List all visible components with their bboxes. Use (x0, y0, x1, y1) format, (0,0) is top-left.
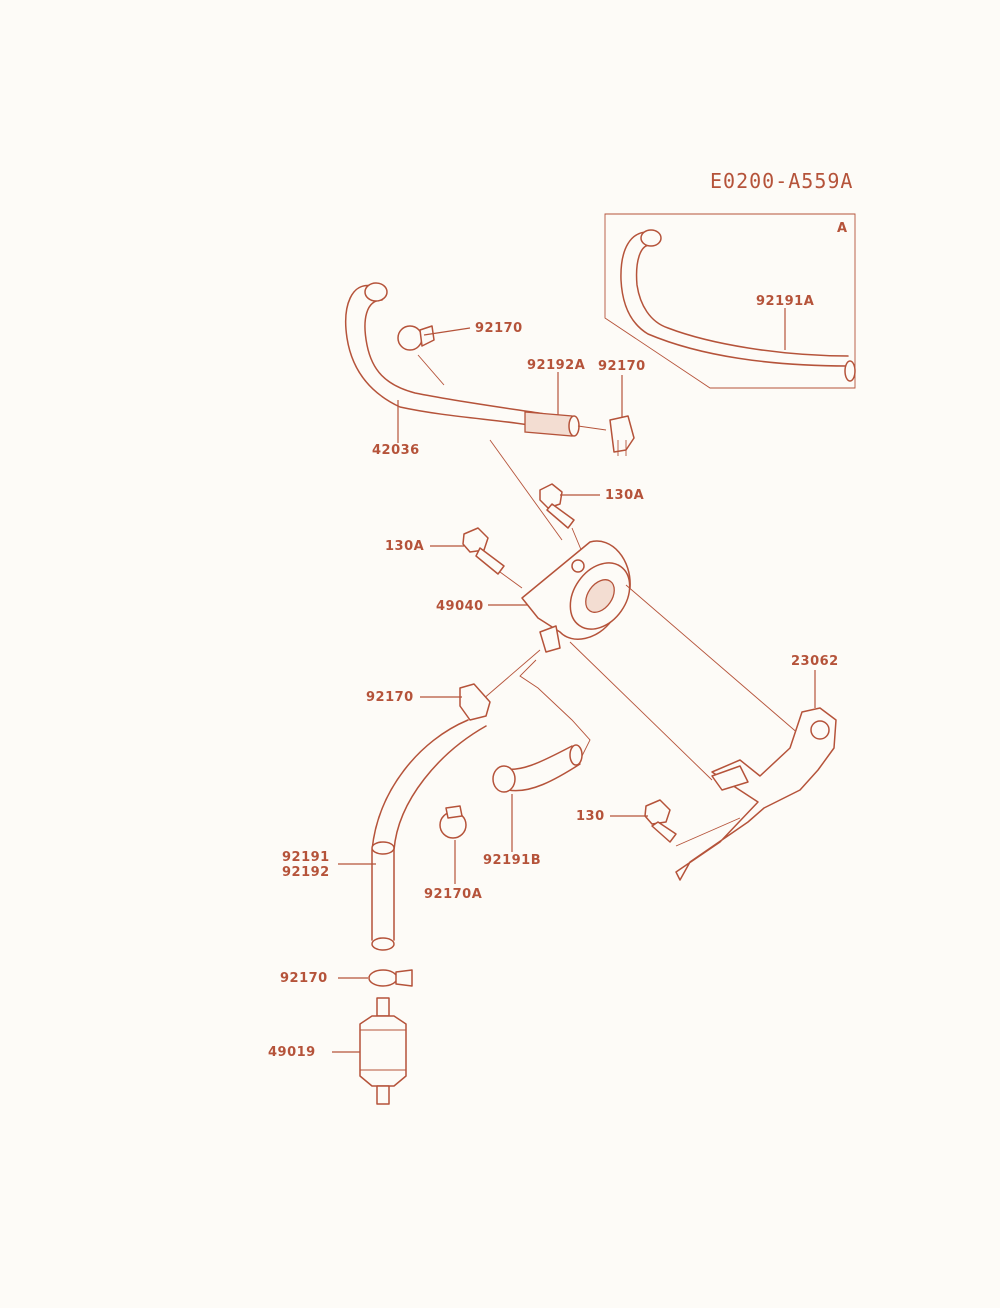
inset-border (604, 213, 856, 389)
label-92192A: 92192A (527, 358, 585, 373)
inset-marker: A (837, 221, 848, 236)
leader-92170-top (423, 327, 471, 336)
hose-92191A (620, 229, 856, 382)
hose-92191 (371, 719, 487, 951)
fuel-filter-49019 (359, 997, 407, 1105)
guide-housing-bracket (625, 584, 801, 736)
filter-inlet (376, 997, 390, 1017)
label-92191A: 92191A (756, 294, 814, 309)
guide-housing-bracket-2 (569, 641, 713, 781)
clamp-92170-lower (459, 683, 491, 721)
guide-hose-housing (489, 439, 563, 541)
bolt-130 (644, 799, 677, 843)
label-42036: 42036 (372, 443, 420, 458)
hose-end-lower (568, 415, 580, 437)
hose-lower-end (371, 937, 395, 951)
label-130: 130 (576, 809, 605, 824)
filter-outlet (376, 1085, 390, 1105)
guide-92191B (519, 659, 591, 761)
label-92170A: 92170A (424, 887, 482, 902)
diagram-code: E0200-A559A (710, 169, 853, 193)
inset-panel-a: A 92191A (604, 213, 856, 389)
label-49040: 49040 (436, 599, 484, 614)
hose-end-right (844, 360, 856, 382)
label-92170-top: 92170 (475, 321, 523, 336)
bracket-23062 (675, 707, 837, 881)
label-92192: 92192 (282, 865, 330, 880)
hose-42036 (345, 282, 580, 437)
guide-housing-clamp (481, 649, 541, 701)
label-23062: 23062 (791, 654, 839, 669)
guide-92170-top (417, 354, 445, 386)
hose-end-top (640, 229, 662, 247)
hose-end-upper (364, 282, 388, 302)
filter-housing-49040 (521, 540, 631, 653)
guide-92170-mid (577, 425, 607, 431)
bolt-130A-right (539, 483, 575, 529)
filter-body (359, 1015, 407, 1087)
label-92170-lower: 92170 (366, 690, 414, 705)
hose-joint (371, 841, 395, 855)
clamp-92170-bottom (368, 969, 413, 987)
label-92170-mid: 92170 (598, 359, 646, 374)
clamp-92170A (439, 805, 467, 839)
clamp-92170-mid (609, 415, 635, 456)
label-130A-left: 130A (385, 539, 424, 554)
hose-92191B (492, 744, 583, 793)
label-130A-right: 130A (605, 488, 644, 503)
label-92191B: 92191B (483, 853, 541, 868)
bolt-130A-left (462, 527, 505, 575)
hose-92192A-section (524, 411, 573, 437)
guide-130 (675, 817, 741, 847)
label-92170-bottom: 92170 (280, 971, 328, 986)
clamp-92170-top (397, 325, 435, 351)
label-49019: 49019 (268, 1045, 316, 1060)
guide-130A-right (571, 527, 583, 553)
label-92191: 92191 (282, 850, 330, 865)
guide-130A-left (499, 571, 523, 589)
